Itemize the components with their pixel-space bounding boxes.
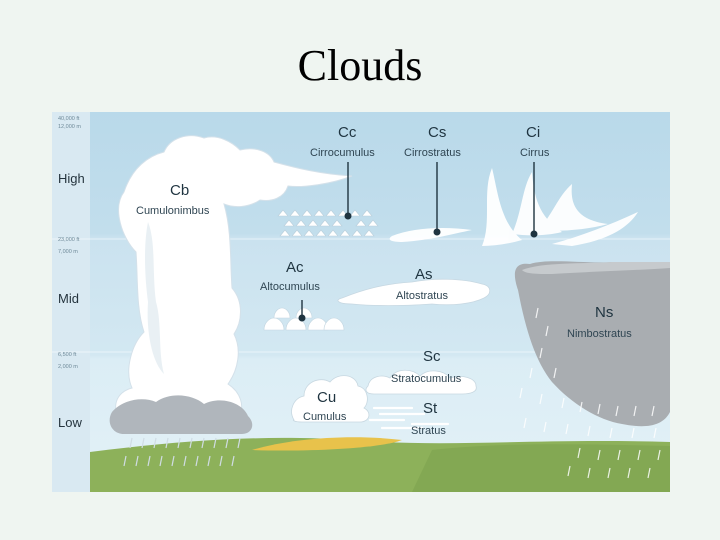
alt-m-2000: 2,000 m [58, 364, 78, 370]
ci-pointer-dot [531, 231, 538, 238]
cc-pointer-dot [345, 213, 352, 220]
sc-name: Stratocumulus [391, 373, 462, 385]
sc-abbr: Sc [423, 348, 441, 365]
ac-name: Altocumulus [260, 281, 320, 293]
cs-pointer-dot [434, 229, 441, 236]
ground-shade [412, 444, 670, 492]
cu-name: Cumulus [303, 411, 347, 423]
as-name: Altostratus [396, 290, 448, 302]
level-label-high: High [58, 171, 85, 186]
level-label-low: Low [58, 415, 82, 430]
alt-ft-23000: 23,000 ft [58, 237, 80, 243]
cb-name: Cumulonimbus [136, 205, 210, 217]
alt-ft-6500: 6,500 ft [58, 352, 77, 358]
alt-m-7000: 7,000 m [58, 249, 78, 255]
st-abbr: St [423, 400, 438, 417]
cs-abbr: Cs [428, 124, 446, 141]
cu-abbr: Cu [317, 389, 336, 406]
ac-abbr: Ac [286, 259, 304, 276]
alt-m-12000: 12,000 m [58, 124, 81, 130]
ac-pointer-dot [299, 315, 306, 322]
st-name: Stratus [411, 425, 446, 437]
cb-abbr: Cb [170, 182, 189, 199]
cloud-types-diagram: 40,000 ft 12,000 m 23,000 ft 7,000 m 6,5… [52, 112, 670, 492]
cc-name: Cirrocumulus [310, 147, 375, 159]
ns-name: Nimbostratus [567, 328, 632, 340]
cloud-diagram-svg: 40,000 ft 12,000 m 23,000 ft 7,000 m 6,5… [52, 112, 670, 492]
as-abbr: As [415, 266, 433, 283]
cc-abbr: Cc [338, 124, 357, 141]
cs-name: Cirrostratus [404, 147, 461, 159]
ci-abbr: Ci [526, 124, 540, 141]
level-label-mid: Mid [58, 291, 79, 306]
ci-name: Cirrus [520, 147, 550, 159]
alt-ft-40000: 40,000 ft [58, 116, 80, 122]
slide-title: Clouds [0, 40, 720, 91]
ns-abbr: Ns [595, 304, 613, 321]
